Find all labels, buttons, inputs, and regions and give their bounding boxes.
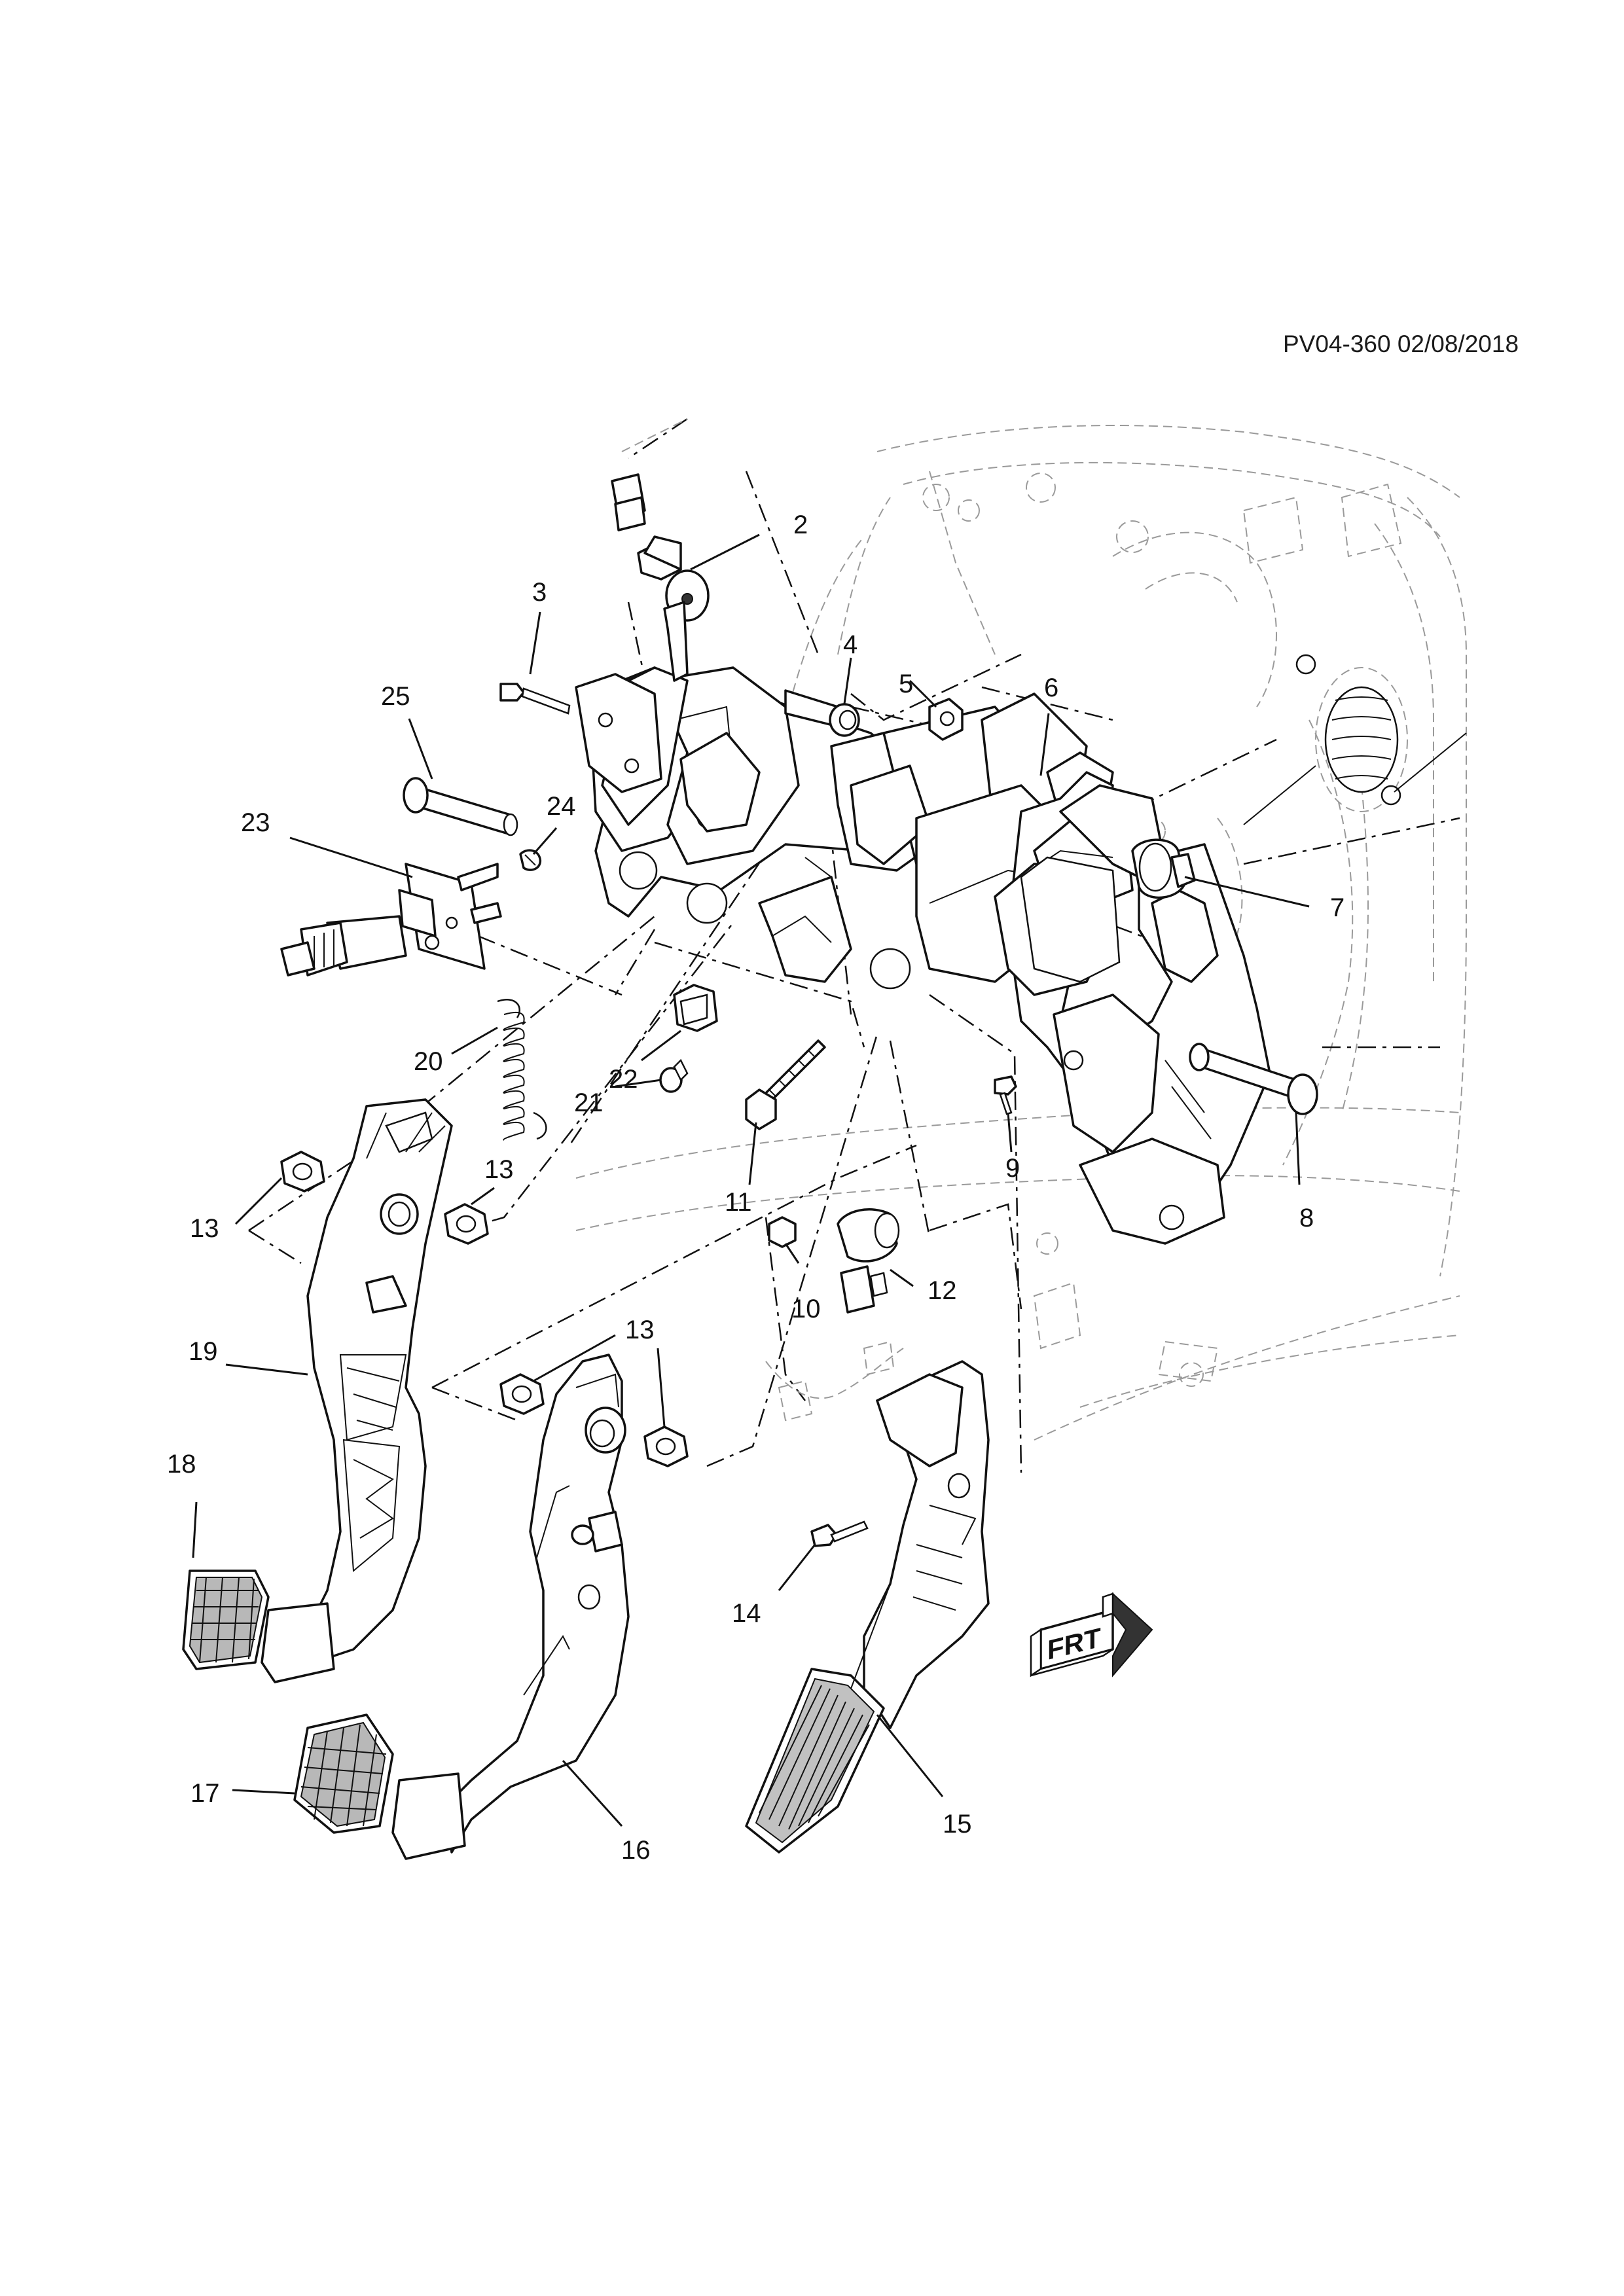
callout-25: 25 — [381, 682, 410, 711]
callout-3: 3 — [532, 578, 547, 607]
pivot-bolt — [784, 689, 860, 737]
brake-booster-ghost — [1243, 654, 1467, 825]
leader-lines — [192, 533, 1310, 1827]
callout-13b: 13 — [484, 1155, 514, 1184]
callout-14: 14 — [732, 1599, 761, 1628]
pedal-box-shell — [994, 771, 1271, 1245]
wiring-harness-ghost — [765, 1340, 904, 1422]
callout-21: 21 — [574, 1088, 604, 1117]
accelerator-pedal — [745, 1360, 990, 1854]
retaining-clip — [519, 849, 542, 871]
front-direction-badge: FRT — [1030, 1592, 1153, 1677]
front-direction-arrow-icon — [1030, 1592, 1153, 1677]
pivot-shaft — [1189, 1043, 1318, 1115]
clutch-pedal-arm — [306, 1098, 453, 1664]
sensor-screw — [994, 1075, 1017, 1115]
callout-2: 2 — [793, 511, 808, 539]
clutch-sensor-unit — [280, 863, 502, 977]
push-pin — [659, 1058, 689, 1093]
pedal-nut-left — [280, 1151, 325, 1193]
callout-labels: 2 3 4 5 6 7 8 9 10 11 12 13 13 13 14 15 … — [167, 511, 1344, 1865]
callout-19: 19 — [189, 1337, 218, 1366]
clutch-pedal-pad — [182, 1570, 335, 1683]
callout-7: 7 — [1330, 893, 1344, 922]
callout-10: 10 — [791, 1295, 821, 1323]
callout-17: 17 — [190, 1779, 220, 1808]
switch-bracket-clip — [673, 984, 718, 1032]
callout-18: 18 — [167, 1450, 196, 1479]
pedal-nut-mid-lower-right — [643, 1426, 689, 1467]
callout-13a: 13 — [190, 1214, 219, 1243]
pivot-pin — [403, 777, 518, 836]
vehicle-structure-ghost — [575, 425, 1467, 1441]
callout-8: 8 — [1299, 1204, 1314, 1232]
callout-9: 9 — [1005, 1154, 1020, 1183]
callout-5: 5 — [899, 670, 913, 698]
drawing-reference: PV04-360 02/08/2018 — [1283, 331, 1519, 357]
callout-24: 24 — [547, 792, 576, 821]
brake-pedal-arm — [444, 1354, 630, 1854]
callout-6: 6 — [1044, 673, 1058, 702]
callout-22: 22 — [609, 1065, 638, 1094]
pedal-position-sensor — [837, 1208, 900, 1314]
long-bolt — [745, 1039, 826, 1130]
bracket-nut — [928, 698, 964, 741]
callout-12: 12 — [928, 1276, 957, 1305]
accelerator-screw — [810, 1520, 869, 1547]
upper-mount-plate — [575, 673, 662, 793]
stop-lamp-switch — [611, 418, 710, 682]
callout-11: 11 — [725, 1188, 752, 1217]
return-spring — [497, 999, 547, 1141]
callout-23: 23 — [241, 808, 270, 837]
callout-16: 16 — [621, 1836, 651, 1865]
pedal-nut-mid-upper — [444, 1203, 489, 1245]
pedal-nut-mid-lower-left — [499, 1373, 545, 1415]
lower-nut — [768, 1216, 797, 1248]
callout-15: 15 — [943, 1810, 972, 1839]
callout-4: 4 — [843, 630, 857, 659]
callout-20: 20 — [414, 1047, 443, 1076]
callout-13c: 13 — [625, 1316, 655, 1344]
mount-screw — [499, 683, 571, 715]
brake-pedal-pad — [293, 1713, 466, 1860]
